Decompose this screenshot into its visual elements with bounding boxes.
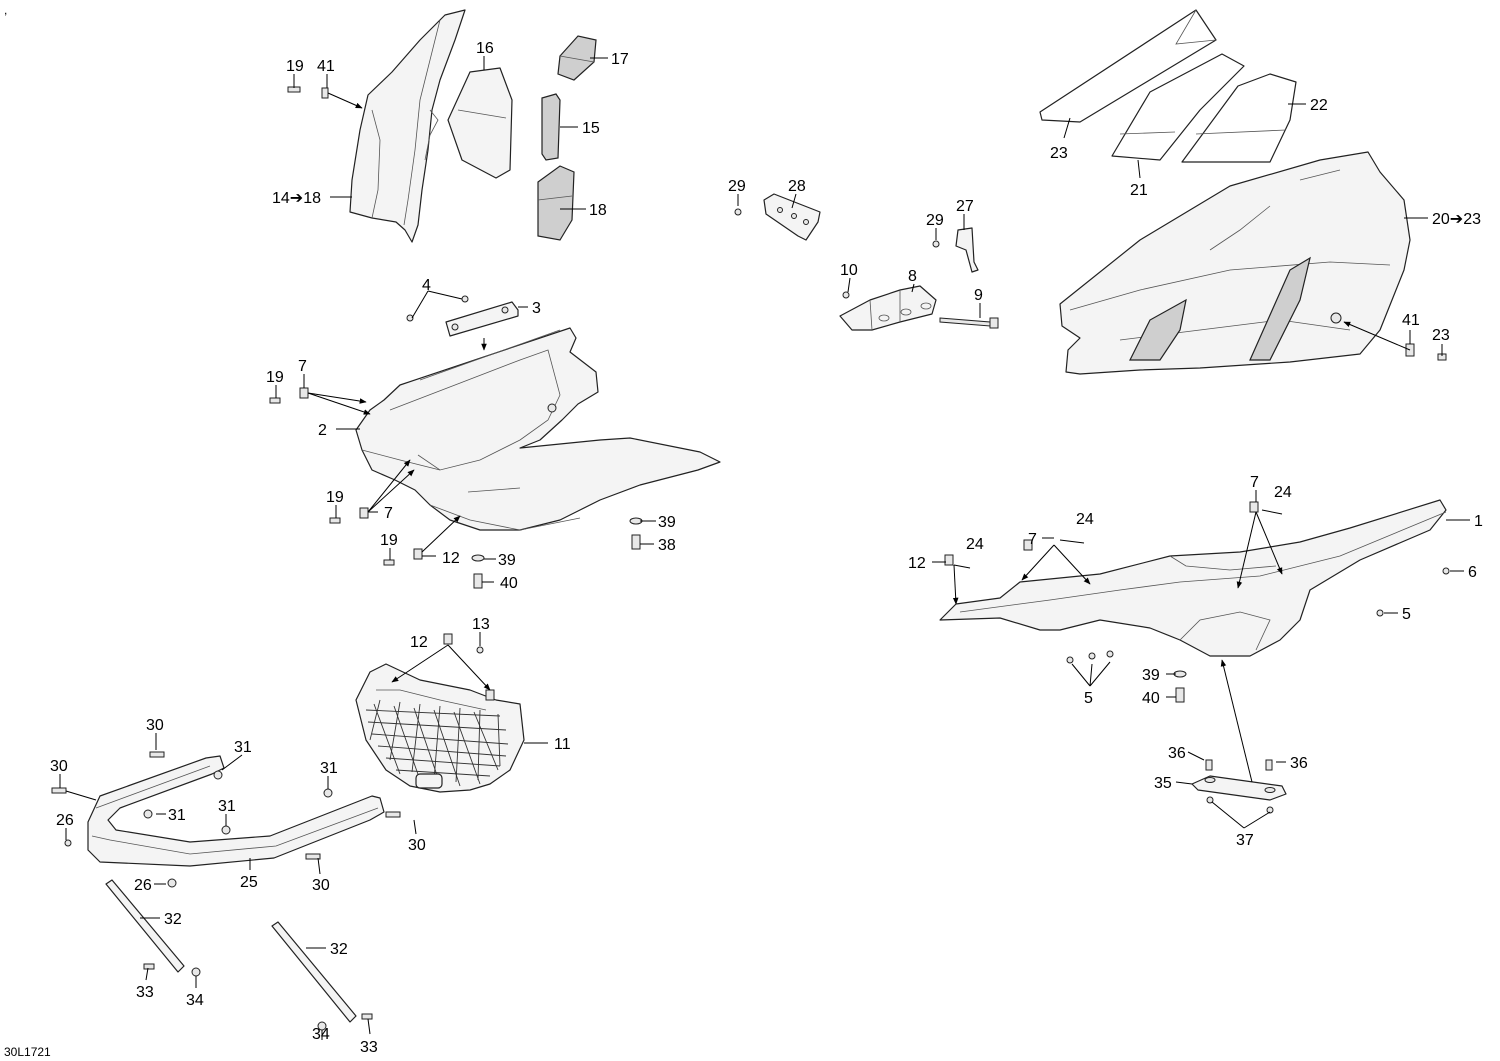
callout-label: 17	[611, 51, 629, 68]
corner-tick-mark: ,	[4, 3, 7, 17]
decal-22	[1181, 73, 1297, 163]
callout-label: 31	[234, 739, 252, 756]
callout-label: 25	[240, 874, 258, 891]
grill-mesh	[365, 699, 509, 787]
callout-label: 29	[728, 178, 746, 195]
callout-label: 2	[318, 422, 327, 439]
callout-label: 23	[1432, 327, 1450, 344]
plate-3-group	[406, 295, 519, 337]
callout-label: 5	[1402, 606, 1411, 623]
callout-label: 19	[380, 532, 398, 549]
callout-label: 36	[1168, 745, 1186, 762]
bracket-27	[955, 227, 979, 273]
callout-label: 33	[136, 984, 154, 1001]
callout-labels: 19 41 16 17 15 14➔18 18 4 3 7 19 2 19 7 …	[50, 40, 1483, 1056]
callout-label: 40	[500, 575, 518, 592]
callout-label: 23	[1050, 145, 1068, 162]
callout-label: 35	[1154, 775, 1172, 792]
callout-label: 32	[164, 911, 182, 928]
insert-16	[447, 67, 513, 179]
callout-label: 32	[330, 941, 348, 958]
callout-label: 12	[442, 550, 460, 567]
insert-15	[541, 93, 561, 161]
callout-label: 27	[956, 198, 974, 215]
callout-label: 12	[908, 555, 926, 572]
callout-label: 28	[788, 178, 806, 195]
callout-label: 29	[926, 212, 944, 229]
callout-label: 34	[186, 992, 204, 1009]
callout-label: 7	[1028, 531, 1037, 548]
callout-label: 31	[320, 760, 338, 777]
callout-label: 39	[658, 514, 676, 531]
callout-label: 30	[146, 717, 164, 734]
callout-label: 6	[1468, 564, 1477, 581]
bracket-group-center	[734, 193, 999, 331]
callout-label: 39	[498, 552, 516, 569]
callout-label: 24	[966, 536, 984, 553]
callout-label: 18	[589, 202, 607, 219]
bumper-brackets-32	[105, 879, 373, 1031]
callout-label: 9	[974, 287, 983, 304]
callout-label: 21	[1130, 182, 1148, 199]
callout-label: 36	[1290, 755, 1308, 772]
callout-label: 24	[1274, 484, 1292, 501]
callout-label: 41	[1402, 312, 1420, 329]
callout-label: 19	[266, 369, 284, 386]
bracket-8	[839, 285, 937, 331]
callout-label: 22	[1310, 97, 1328, 114]
callout-label: 10	[840, 262, 858, 279]
callout-label: 15	[582, 120, 600, 137]
side-panel-part	[349, 9, 466, 243]
callout-label: 7	[298, 358, 307, 375]
callout-label: 19	[326, 489, 344, 506]
callout-label: 14➔18	[272, 190, 321, 207]
callout-label: 30	[408, 837, 426, 854]
callout-label: 37	[1236, 832, 1254, 849]
insert-18	[537, 165, 575, 241]
decal-23-top	[1039, 9, 1217, 123]
callout-label: 16	[476, 40, 494, 57]
callout-label: 4	[422, 277, 431, 294]
callout-label: 20➔23	[1432, 211, 1481, 228]
callout-label: 8	[908, 268, 917, 285]
callout-label: 30	[50, 758, 68, 775]
diagram-code: 30L1721	[4, 1045, 51, 1059]
front-grill-11	[355, 633, 525, 793]
decal-21	[1111, 53, 1245, 161]
callout-label: 13	[472, 616, 490, 633]
callout-label: 41	[317, 58, 335, 75]
callout-label: 31	[218, 798, 236, 815]
running-board-1	[939, 499, 1450, 703]
callout-label: 26	[56, 812, 74, 829]
callout-label: 33	[360, 1039, 378, 1056]
front-bumper-25	[51, 751, 401, 888]
callout-label: 3	[532, 300, 541, 317]
leader-lines	[59, 56, 1470, 1040]
callout-label: 1	[1474, 513, 1483, 530]
callout-label: 30	[312, 877, 330, 894]
plate-35	[1191, 759, 1287, 814]
belly-pan-2	[269, 327, 721, 589]
callout-label: 12	[410, 634, 428, 651]
callout-label: 19	[286, 58, 304, 75]
callout-label: 39	[1142, 667, 1160, 684]
callout-label: 26	[134, 877, 152, 894]
plate-3	[445, 301, 519, 337]
callout-label: 7	[384, 505, 393, 522]
callout-label: 40	[1142, 690, 1160, 707]
callout-label: 7	[1250, 474, 1259, 491]
callout-label: 38	[658, 537, 676, 554]
callout-label: 5	[1084, 690, 1093, 707]
callout-label: 31	[168, 807, 186, 824]
clip-41	[321, 87, 329, 99]
side-panel-assembly	[287, 9, 597, 243]
callout-label: 11	[554, 736, 571, 753]
callout-label: 24	[1076, 511, 1094, 528]
side-panel-20	[1039, 9, 1447, 375]
callout-label: 34	[312, 1026, 330, 1043]
